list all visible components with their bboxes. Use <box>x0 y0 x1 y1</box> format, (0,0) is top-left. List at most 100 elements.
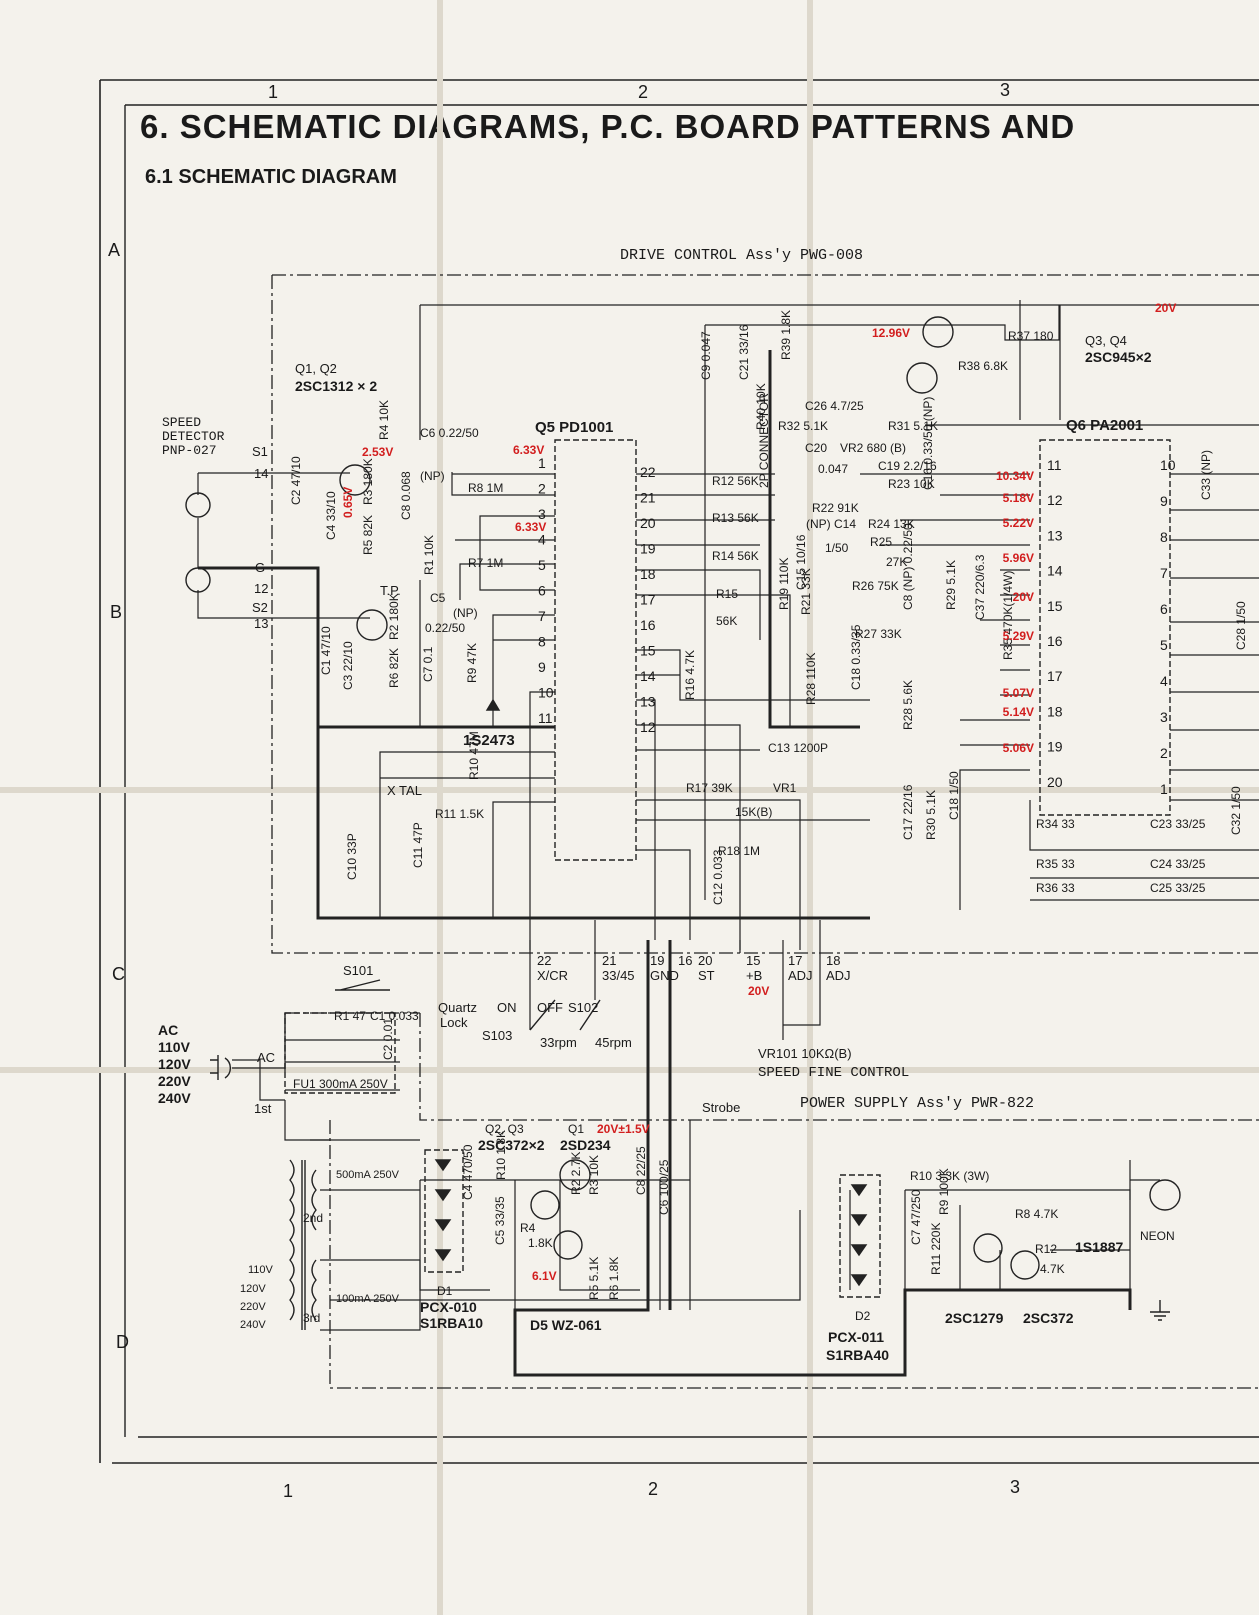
ic-boxes <box>284 439 1171 1298</box>
connector-pin-19: 19 <box>650 953 664 968</box>
grid-col-1-bottom: 1 <box>283 1481 293 1501</box>
neon-label: NEON <box>1140 1229 1175 1243</box>
component-label: R12 <box>1035 1242 1057 1256</box>
pa2001-voltage-6: 5.07V <box>1003 686 1034 700</box>
component-label: C17 22/16 <box>901 784 915 840</box>
pd1001-pin-14: 14 <box>640 668 656 684</box>
pd1001-box <box>554 439 637 861</box>
pa2001-pin-6: 6 <box>1160 601 1168 617</box>
component-label: R4 <box>520 1221 536 1235</box>
pd1001-pin-11: 11 <box>538 710 553 726</box>
vr101-label: VR101 10KΩ(B) <box>758 1046 852 1061</box>
component-label: R9 100K <box>937 1168 951 1215</box>
pa2001-pin-5: 5 <box>1160 637 1168 653</box>
s2-label: S2 <box>252 600 268 615</box>
grid-row-b: B <box>110 602 122 622</box>
connector-name-19: GND <box>650 968 679 983</box>
component-label: R32 5.1K <box>778 419 828 433</box>
component-label: R4 10K <box>377 400 391 440</box>
component-label: 1/50 <box>825 541 849 555</box>
pa2001-voltage-5: 5.29V <box>1003 629 1034 643</box>
s102-label: S102 <box>568 1000 598 1015</box>
pa2001-voltages: 10.34V5.18V5.22V5.96V20V5.29V5.07V5.14V5… <box>996 469 1034 755</box>
pa2001-pin-7: 7 <box>1160 565 1168 581</box>
q1-symbol <box>339 464 371 496</box>
component-label: R5 82K <box>361 515 375 555</box>
pa2001-pin-13: 13 <box>1047 527 1063 543</box>
component-label: 0.22/50 <box>425 621 465 635</box>
pcx010-d1: D1 <box>437 1284 453 1298</box>
component-label: R18 1M <box>718 844 760 858</box>
pcx010-part: PCX-010 <box>420 1299 477 1315</box>
pd1001-pin-13: 13 <box>640 694 656 710</box>
component-label: 15K(B) <box>735 805 772 819</box>
psu-q2q3-label: Q2, Q3 <box>485 1122 524 1136</box>
component-label: R6 1.8K <box>607 1257 621 1300</box>
component-label: C8 22/25 <box>634 1146 648 1195</box>
component-label: R39 1.8K <box>779 310 793 360</box>
component-label: R1 10K <box>422 535 436 575</box>
grid-col-1-top: 1 <box>268 82 278 102</box>
component-label: R11 1.5K <box>435 807 484 821</box>
pa2001-pin-20: 20 <box>1047 774 1063 790</box>
connector-pin-15: 15 <box>746 953 760 968</box>
component-label: C26 4.7/25 <box>805 399 864 413</box>
pa2001-pin-4: 4 <box>1160 673 1168 689</box>
component-label: R8 1M <box>468 481 503 495</box>
component-label: R31 5.1K <box>888 419 938 433</box>
component-label: C5 33/35 <box>493 1196 507 1245</box>
pa2001-box <box>1039 439 1171 816</box>
pd1001-pin-18: 18 <box>640 566 656 582</box>
component-label: R12 56K <box>712 474 759 488</box>
tp-label: T.P. <box>380 583 401 598</box>
pd1001-pin-20: 20 <box>640 515 656 531</box>
grid-row-c: C <box>112 964 125 984</box>
component-label: C18 1/50 <box>947 771 961 820</box>
component-label: C12 0.033 <box>711 849 725 905</box>
pd1001-pin-10: 10 <box>538 685 554 701</box>
pa2001-voltage-0: 10.34V <box>996 469 1034 483</box>
on-label: ON <box>497 1000 517 1015</box>
component-label: C25 33/25 <box>1150 881 1206 895</box>
q3-symbol <box>922 316 954 348</box>
pa2001-pin-15: 15 <box>1047 598 1063 614</box>
component-label: R3 180K <box>361 458 375 505</box>
component-label: C8 (NP) 0.22/50 <box>901 523 915 610</box>
component-label: R22 91K <box>812 501 859 515</box>
q1q2-label: Q1, Q2 <box>295 361 337 376</box>
pa2001-voltage-2: 5.22V <box>1003 516 1034 530</box>
component-label: C11 47P <box>411 822 425 868</box>
pa2001-voltage-1: 5.18V <box>1003 491 1034 505</box>
fu3-label: 100mA 250V <box>336 1293 400 1305</box>
component-label: R34 33 <box>1036 817 1075 831</box>
component-label: 4.7K <box>1040 1262 1065 1276</box>
component-label: C37 220/6.3 <box>973 554 987 620</box>
connector-name-22: X/CR <box>537 968 568 983</box>
component-label: C1 47/10 <box>319 626 333 675</box>
psu-q2-symbol <box>530 1190 560 1220</box>
grid-row-a: A <box>108 240 120 260</box>
psu-q1-label: Q1 <box>568 1122 584 1136</box>
d2-bridge-box <box>839 1174 881 1298</box>
component-label: R35 470K(1/4W) <box>1001 571 1015 660</box>
component-label: R15 <box>716 587 738 601</box>
component-label: R28 5.6K <box>901 680 915 730</box>
pd1001-pin-17: 17 <box>640 592 656 608</box>
psu-q5-symbol <box>1010 1250 1040 1280</box>
d1-bridge-box <box>424 1149 464 1273</box>
pd1001-pin-1: 1 <box>538 455 546 471</box>
component-label: C20 <box>805 441 827 455</box>
pa2001-voltage-7: 5.14V <box>1003 705 1034 719</box>
component-label: 0.047 <box>818 462 848 476</box>
pcx010-sub: S1RBA10 <box>420 1315 483 1331</box>
pd1001-pin-3: 3 <box>538 506 546 522</box>
component-label: C18 0.33/35 <box>849 624 863 690</box>
psu-q5-part: 2SC372 <box>1023 1310 1074 1326</box>
strobe-label: Strobe <box>702 1100 740 1115</box>
fuse-box <box>284 1012 396 1094</box>
ac-in-label-1: AC <box>158 1022 178 1038</box>
ac-in-label-4: 220V <box>158 1073 191 1089</box>
